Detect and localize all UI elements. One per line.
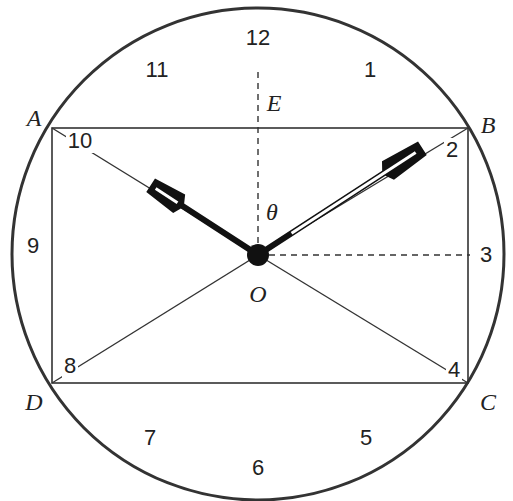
hour-numeral: 11 [144,58,171,82]
hour-numeral: 6 [250,456,266,480]
hour-numeral: 8 [62,354,78,378]
hour-hand [145,176,264,264]
point-label: O [247,281,268,307]
hour-numeral: 5 [358,426,374,450]
hour-numeral: 2 [444,138,460,162]
hour-numeral: 4 [446,358,462,382]
point-label: C [478,389,498,415]
horizontal-dashed-line [258,254,470,255]
minute-hand [252,139,428,264]
clock-face [12,8,504,500]
hour-numeral: 10 [66,129,94,153]
hour-numeral: 12 [244,26,272,50]
point-label: A [25,105,44,131]
hour-numeral: 3 [478,243,494,267]
hour-numeral: 9 [25,234,41,258]
point-label: D [23,389,44,415]
angle-label: θ [264,199,280,225]
hour-numeral: 1 [362,58,378,82]
hour-numeral: 7 [142,426,158,450]
vertical-dashed-line [257,72,258,255]
center-pivot [247,244,269,266]
point-label: E [265,90,284,116]
point-label: B [479,112,498,138]
